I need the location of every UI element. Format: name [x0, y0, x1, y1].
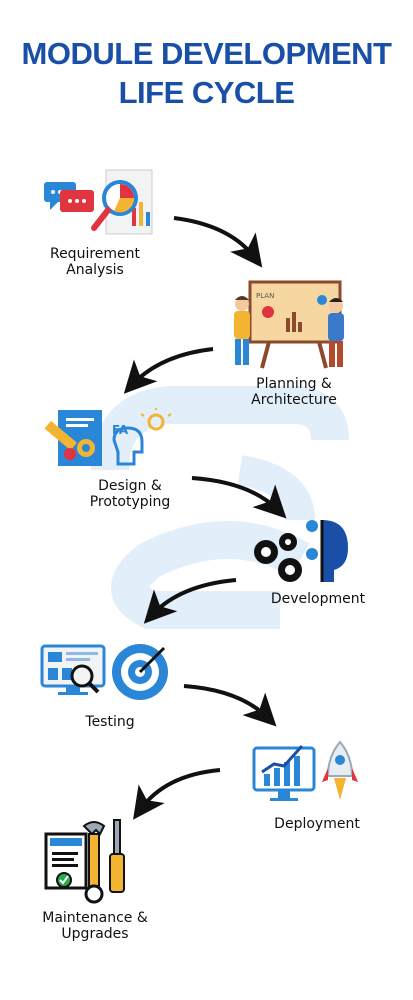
arrow-3 [191, 476, 287, 519]
chat-analysis-icon [44, 169, 153, 235]
svg-text:FA: FA [112, 423, 129, 437]
title-line-1: MODULE DEVELOPMENT [21, 36, 392, 71]
svg-text:PLAN: PLAN [256, 292, 274, 300]
arrow-1 [173, 216, 263, 268]
arrow-6 [133, 768, 221, 820]
gears-icon [254, 520, 348, 582]
arrow-4 [143, 578, 237, 624]
step-label-planning-architecture: Planning & Architecture [251, 376, 337, 408]
testing-target-icon [40, 644, 168, 700]
deployment-rocket-icon [252, 740, 358, 801]
maintenance-tools-icon [44, 819, 125, 904]
step-label-deployment: Deployment [274, 816, 360, 832]
step-label-design-prototyping: Design & Prototyping [89, 478, 171, 510]
arrow-2 [123, 347, 214, 394]
planning-board-icon: PLAN [234, 280, 344, 369]
title-line-2: LIFE CYCLE [118, 75, 295, 110]
page-title: MODULE DEVELOPMENT LIFE CYCLE [0, 34, 413, 112]
step-label-development: Development [270, 591, 366, 607]
step-label-requirement-analysis: Requirement Analysis [49, 246, 141, 278]
arrow-5 [183, 684, 277, 727]
step-label-maintenance-upgrades: Maintenance & Upgrades [42, 910, 148, 942]
step-label-testing: Testing [85, 714, 135, 730]
design-tools-icon: FA [44, 408, 172, 466]
